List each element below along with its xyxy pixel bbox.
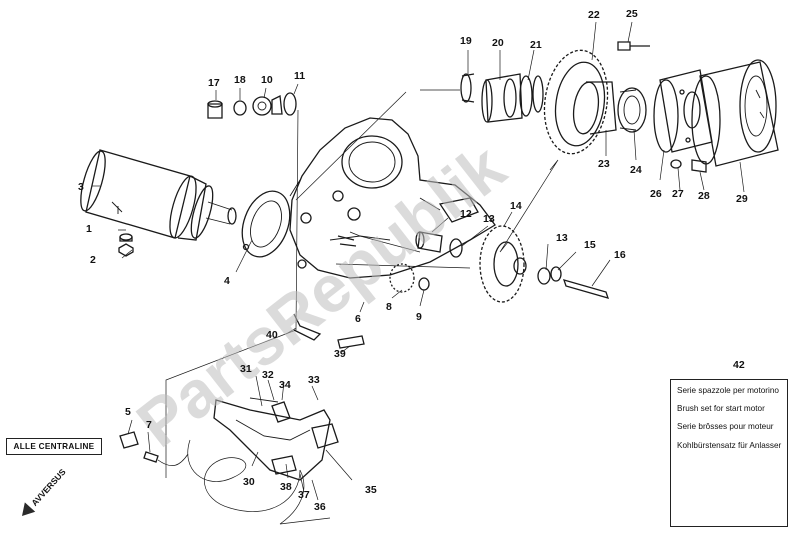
connector-label: ALLE CENTRALINE <box>6 438 102 455</box>
note-english: Brush set for start motor <box>677 404 765 414</box>
callout: 14 <box>510 200 522 212</box>
callout: 25 <box>626 8 638 20</box>
callout: 13 <box>556 232 568 244</box>
starter-gear-large <box>543 49 617 155</box>
flywheel-bell <box>691 59 779 167</box>
starter-motor <box>80 149 237 241</box>
screw-25 <box>617 41 650 51</box>
brush-set-note: Serie spazzole per motorino Brush set fo… <box>670 379 788 527</box>
callout: 23 <box>598 158 610 170</box>
leader-lines <box>92 21 745 501</box>
callout: 17 <box>208 77 220 89</box>
pickup-assembly <box>119 397 339 525</box>
callout: 26 <box>650 188 662 200</box>
callout: 28 <box>698 190 710 202</box>
note-german: Kohlbürstensatz für Anlasser <box>677 440 782 450</box>
callout: 21 <box>530 39 542 51</box>
note-italian: Serie spazzole per motorino <box>677 386 779 395</box>
callout-numbers: 1 2 3 4 5 6 7 8 9 10 11 12 13 13 14 15 1… <box>78 8 748 513</box>
callout: 38 <box>280 481 292 493</box>
callout: 18 <box>234 74 246 86</box>
callout: 37 <box>298 489 310 501</box>
callout: 39 <box>334 348 346 360</box>
callout: 13 <box>483 213 495 225</box>
callout: 22 <box>588 9 600 21</box>
callout: 6 <box>355 313 361 325</box>
callout: 11 <box>294 70 305 82</box>
callout: 36 <box>314 501 326 513</box>
callout: 5 <box>125 406 131 418</box>
callout: 30 <box>243 476 255 488</box>
callout: 16 <box>614 249 626 261</box>
direction-label: AVVERSUS <box>29 467 68 508</box>
arrow-icon <box>22 502 36 516</box>
callout: 8 <box>386 301 392 313</box>
callout: 34 <box>279 379 291 391</box>
callout: 33 <box>308 374 320 386</box>
small-parts-row <box>207 92 297 119</box>
callout: 2 <box>90 254 96 266</box>
callout: 24 <box>630 164 642 176</box>
callout: 35 <box>365 484 377 496</box>
needle-bearing <box>617 87 647 133</box>
starter-screws <box>118 233 134 257</box>
callout: 29 <box>736 193 748 205</box>
callout: 4 <box>224 275 230 287</box>
gasket-ring <box>241 190 291 258</box>
flywheel-hub <box>653 69 713 153</box>
nut-and-bolt <box>670 159 707 173</box>
callout: 1 <box>86 223 92 235</box>
direction-arrow: AVVERSUS <box>22 467 68 516</box>
callout: 32 <box>262 369 274 381</box>
callout: 15 <box>584 239 596 251</box>
callout: 12 <box>460 208 472 220</box>
callout: 19 <box>460 35 472 47</box>
note-french: Serie brôsses pour moteur <box>677 422 774 432</box>
callout: 7 <box>146 419 152 431</box>
callout: 9 <box>416 311 422 323</box>
callout: 20 <box>492 37 504 49</box>
callout: 31 <box>240 363 252 375</box>
clutch-shaft-assembly <box>460 73 544 123</box>
intermediate-gear <box>415 225 610 303</box>
callout: 3 <box>78 181 84 193</box>
callout: 10 <box>261 74 273 86</box>
wire-clip <box>293 313 365 349</box>
callout: 42 <box>733 359 745 371</box>
callout: 40 <box>266 329 278 341</box>
callout: 27 <box>672 188 684 200</box>
